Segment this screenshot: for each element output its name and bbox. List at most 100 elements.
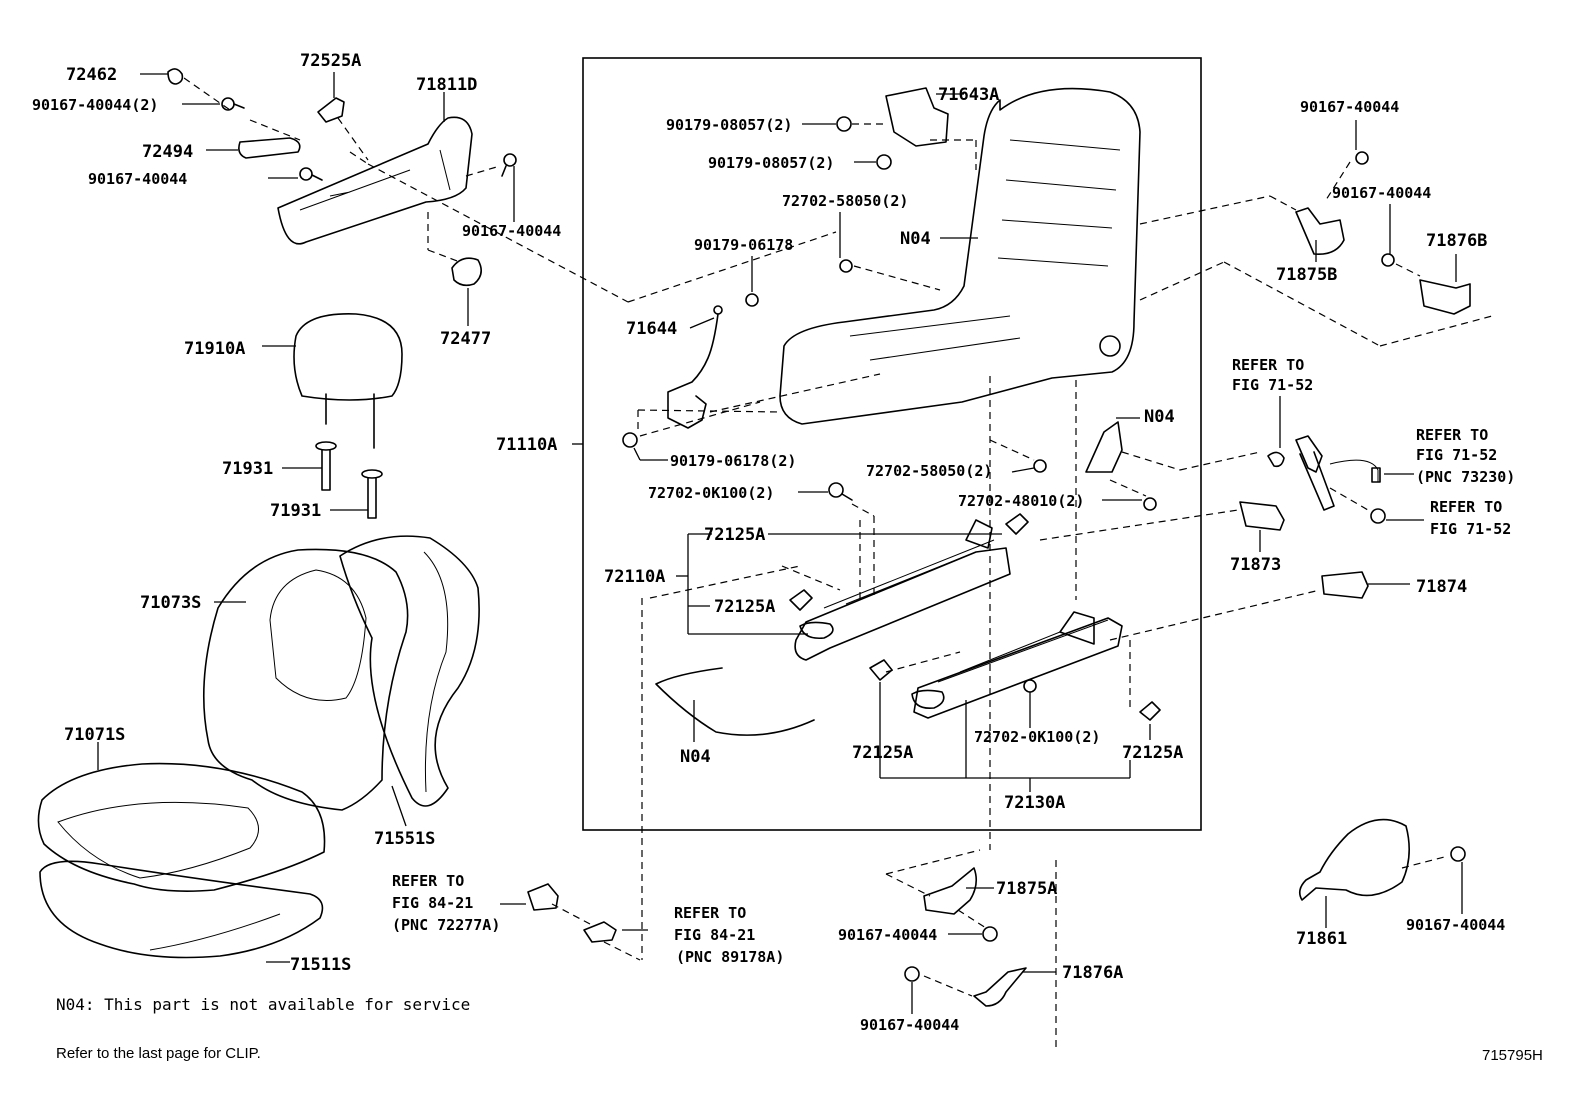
label-90167-40044-d: 90167-40044 [1332,184,1431,202]
part-71643A-bracket [885,87,964,147]
label-90167-40044-b: 90167-40044 [462,222,561,240]
label-71875B: 71875B [1276,265,1337,285]
label-71073S: 71073S [140,593,201,613]
part-N04-wire [655,667,815,742]
part-90179-nut-b [854,154,892,170]
part-72125A-clip-b [789,589,813,611]
label-N04-b: N04 [1144,407,1175,427]
part-71931-guide-b [330,469,383,519]
part-71073S-back-cover [202,548,409,811]
part-72125A-clip-a [1005,513,1029,535]
label-71910A: 71910A [184,339,245,359]
label-71876B: 71876B [1426,231,1487,251]
label-71861: 71861 [1296,929,1347,949]
label-72125A-a: 72125A [704,525,765,545]
label-refer-71-52-c1: REFER TO [1430,498,1502,516]
label-90167-40044-e: 90167-40044 [838,926,937,944]
part-90167-screw-g [904,966,920,1014]
part-71876A-bracket [973,967,1056,1007]
seat-frame-group-box [582,57,1202,831]
part-90179-nut-c [745,256,759,307]
label-90167-40044-g: 90167-40044 [1406,916,1505,934]
label-71876A: 71876A [1062,963,1123,983]
part-seat-belt-buckle [1267,396,1414,511]
part-71873-bracket [1239,501,1285,552]
part-72477-clip [451,257,482,326]
label-72702-0K100-2b: 72702-0K100(2) [974,728,1100,746]
part-90179-nut-a [802,116,852,132]
part-71861-cover [1298,818,1410,928]
label-71644: 71644 [626,319,677,339]
part-71875B-bracket [1295,207,1345,262]
label-72130A: 72130A [1004,793,1065,813]
part-ref-84-21-b [583,921,648,943]
label-71874: 71874 [1416,577,1467,597]
label-71811D: 71811D [416,75,477,95]
part-72702-bolt-d [798,482,853,501]
part-72702-bolt-a [839,212,853,273]
part-90179-nut-e [1370,508,1424,524]
part-71875A-bracket [923,867,994,915]
label-refer-71-52-a1: REFER TO [1232,356,1304,374]
note-clip: Refer to the last page for CLIP. [56,1045,261,1062]
part-N04-bracket [1085,417,1140,473]
label-90179-06178: 90179-06178 [694,236,793,254]
part-90167-screw-c [501,153,517,222]
part-90167-screw-e [1381,204,1395,267]
label-71931-b: 71931 [270,501,321,521]
part-90167-screw-d [1355,120,1369,165]
label-72702-58050-2b: 72702-58050(2) [866,462,992,480]
part-71874-bracket [1321,571,1410,599]
part-90167-screw-a [221,97,245,111]
label-72477: 72477 [440,329,491,349]
part-90167-screw-h [1450,846,1466,914]
label-90167-40044-2: 90167-40044(2) [32,96,158,114]
label-72702-0K100-2a: 72702-0K100(2) [648,484,774,502]
part-72494-lever [206,137,301,159]
label-refer-71-52-b1: REFER TO [1416,426,1488,444]
label-90179-08057-2b: 90179-08057(2) [708,154,834,172]
part-71876B-bracket [1419,254,1471,315]
label-71931-a: 71931 [222,459,273,479]
label-refer-71-52-b2: FIG 71-52 [1416,446,1497,464]
part-71511S-cushion-pad [39,860,324,963]
label-N04-c: N04 [680,747,711,767]
label-72125A-d: 72125A [1122,743,1183,763]
part-72125A-clip-d [1139,701,1161,740]
label-71643A: 71643A [938,85,999,105]
part-ref-84-21-a [500,883,559,911]
part-72130A-adjuster [911,611,1123,719]
label-72494: 72494 [142,142,193,162]
label-90179-08057-2a: 90179-08057(2) [666,116,792,134]
part-72702-bolt-c [1102,497,1157,511]
label-71110A: 71110A [496,435,557,455]
label-N04-a: N04 [900,229,931,249]
part-90179-nut-d [622,432,668,461]
label-72125A-c: 72125A [852,743,913,763]
part-72702-bolt-e [1023,679,1037,728]
part-N04-seat-frame [779,87,1141,425]
label-72702-48010-2: 72702-48010(2) [958,492,1084,510]
label-refer-71-52-b3: (PNC 73230) [1416,468,1515,486]
label-72125A-b: 72125A [714,597,775,617]
part-71644-harness [667,305,723,429]
label-71875A: 71875A [996,879,1057,899]
label-71071S: 71071S [64,725,125,745]
part-71910A-headrest [262,313,403,449]
label-72462: 72462 [66,65,117,85]
label-71511S: 71511S [290,955,351,975]
label-refer-71-52-a2: FIG 71-52 [1232,376,1313,394]
part-72525A-knob [317,72,345,123]
label-90179-06178-2: 90179-06178(2) [670,452,796,470]
label-72525A: 72525A [300,51,361,71]
label-72702-58050-2a: 72702-58050(2) [782,192,908,210]
part-71071S-cushion-cover [37,742,326,892]
label-72110A: 72110A [604,567,665,587]
part-72462-cap [167,68,184,85]
part-72110A-adjuster [676,519,1011,661]
label-refer-84-21-a1: REFER TO [392,872,464,890]
label-71873: 71873 [1230,555,1281,575]
label-refer-84-21-a2: FIG 84-21 [392,894,473,912]
label-90167-40044-c: 90167-40044 [1300,98,1399,116]
